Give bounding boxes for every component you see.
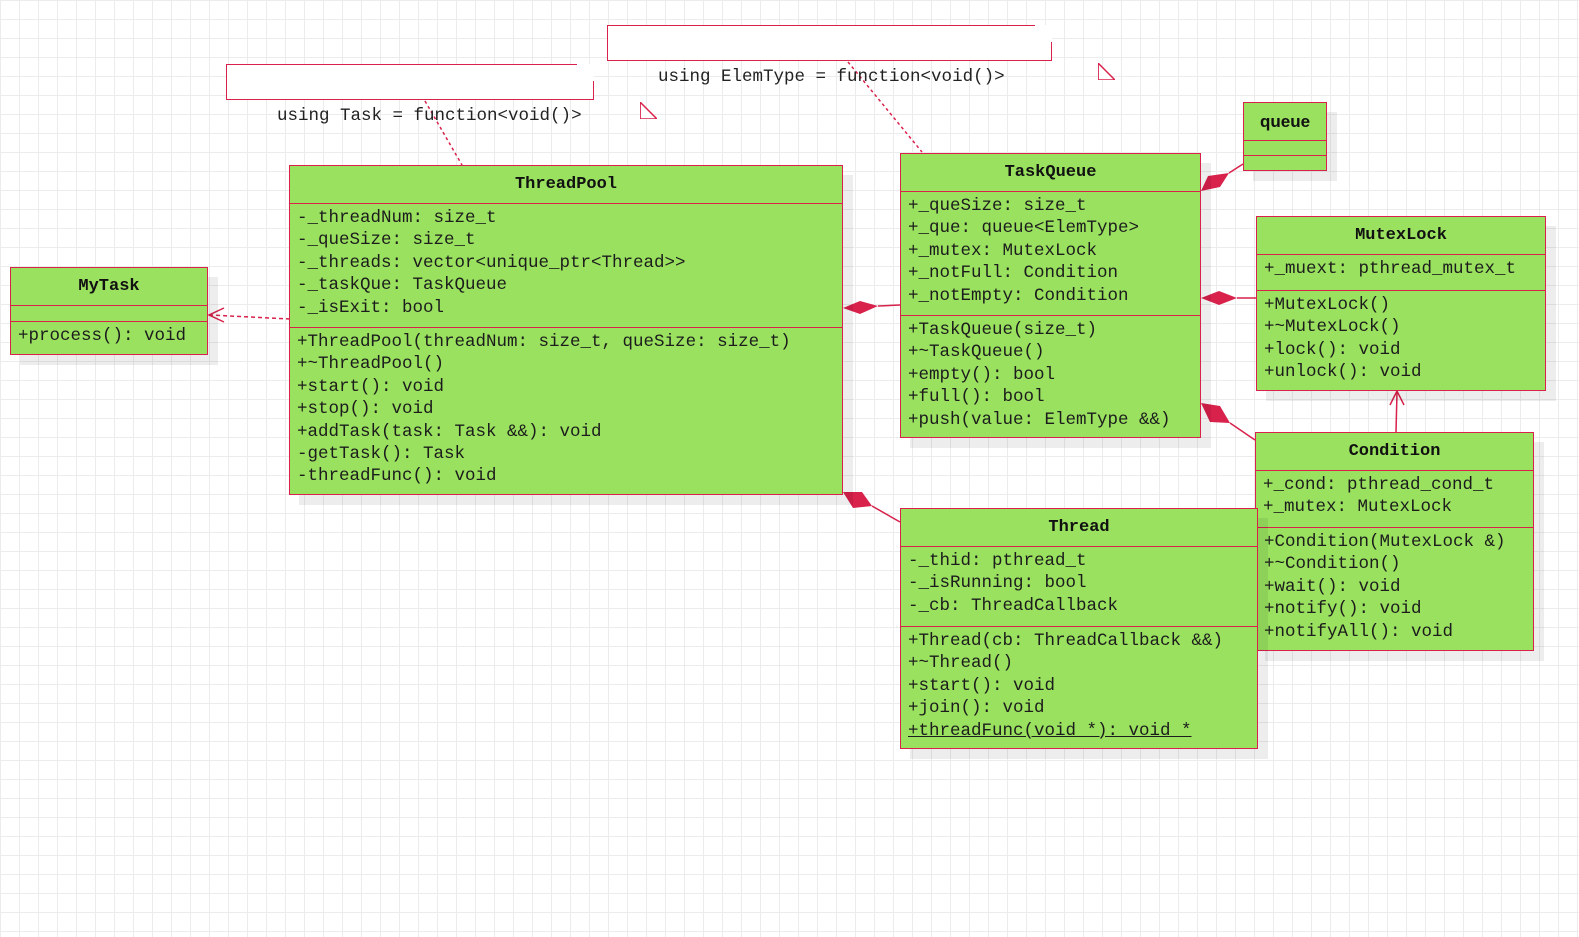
attribute-row: +_muext: pthread_mutex_t: [1264, 259, 1517, 279]
composition-taskqueue-threadpool: [843, 301, 901, 314]
attribute-row: +_que: queue<ElemType>: [908, 218, 1140, 239]
note-fold-icon: [577, 64, 659, 120]
method-row: +MutexLock(): [1264, 295, 1391, 315]
class-methods: +Thread(cb: ThreadCallback &&) +~Thread(…: [901, 627, 1257, 745]
class-attributes: -_threadNum: size_t -_queSize: size_t -_…: [290, 204, 842, 328]
attribute-row: +_mutex: MutexLock: [908, 240, 1098, 261]
class-queue[interactable]: queue: [1243, 102, 1327, 171]
method-row: +notify(): void: [1264, 599, 1422, 620]
attribute-row: -_isRunning: bool: [908, 573, 1087, 594]
class-taskqueue[interactable]: TaskQueue +_queSize: size_t +_que: queue…: [900, 153, 1201, 438]
class-title: Thread: [901, 509, 1257, 547]
method-row: -getTask(): Task: [297, 444, 466, 465]
class-attributes: [1244, 141, 1326, 156]
method-row: +wait(): void: [1264, 576, 1401, 597]
attribute-row: -_thid: pthread_t: [908, 551, 1087, 571]
note-elemtype-alias[interactable]: using ElemType = function<void()>: [607, 25, 1117, 87]
class-methods: +process(): void: [11, 322, 207, 350]
class-title: MyTask: [11, 268, 207, 306]
method-row: +addTask(task: Task &&): void: [297, 421, 602, 442]
method-row: +TaskQueue(size_t): [908, 320, 1098, 340]
method-row: +Thread(cb: ThreadCallback &&): [908, 631, 1224, 651]
class-mytask[interactable]: MyTask +process(): void: [10, 267, 208, 355]
attribute-row: +_cond: pthread_cond_t: [1263, 475, 1495, 495]
method-row: +Condition(MutexLock &): [1264, 532, 1506, 552]
attribute-row: -_isExit: bool: [297, 297, 445, 318]
attribute-row: +_queSize: size_t: [908, 196, 1087, 216]
class-methods: +Condition(MutexLock &) +~Condition() +w…: [1256, 528, 1533, 646]
method-row: +start(): void: [908, 675, 1056, 696]
attribute-row: +_mutex: MutexLock: [1263, 497, 1453, 518]
class-methods: [1244, 156, 1326, 170]
note-task-alias-text: using Task = function<void()>: [277, 106, 582, 126]
method-row: +~Thread(): [908, 653, 1014, 674]
class-methods: +ThreadPool(threadNum: size_t, queSize: …: [290, 328, 842, 491]
note-fold-icon: [1035, 25, 1117, 81]
note-link-elemtype: [847, 61, 923, 153]
class-attributes: +_muext: pthread_mutex_t: [1257, 255, 1545, 291]
method-row: +unlock(): void: [1264, 362, 1422, 383]
class-methods: +MutexLock() +~MutexLock() +lock(): void…: [1257, 291, 1545, 387]
note-link-task: [424, 100, 463, 166]
association-condition-mutexlock: [1389, 389, 1405, 433]
dependency-threadpool-mytask: [207, 307, 291, 323]
method-row: +~ThreadPool(): [297, 354, 445, 375]
method-row: +start(): void: [297, 376, 445, 397]
method-row: +push(value: ElemType &&): [908, 409, 1171, 430]
method-row: +join(): void: [908, 698, 1045, 719]
class-attributes: +_cond: pthread_cond_t +_mutex: MutexLoc…: [1256, 471, 1533, 528]
composition-thread-threadpool: [843, 492, 901, 523]
method-row: +~MutexLock(): [1264, 317, 1401, 338]
class-title: TaskQueue: [901, 154, 1200, 192]
class-mutexlock[interactable]: MutexLock +_muext: pthread_mutex_t +Mute…: [1256, 216, 1546, 391]
class-methods: +TaskQueue(size_t) +~TaskQueue() +empty(…: [901, 316, 1200, 434]
attribute-row: -_threadNum: size_t: [297, 208, 497, 228]
method-row: +empty(): bool: [908, 364, 1056, 385]
method-row: +~Condition(): [1264, 554, 1401, 575]
attribute-row: -_queSize: size_t: [297, 230, 476, 251]
method-row: +process(): void: [18, 326, 187, 346]
class-title: MutexLock: [1257, 217, 1545, 255]
class-title: queue: [1244, 103, 1326, 141]
class-threadpool[interactable]: ThreadPool -_threadNum: size_t -_queSize…: [289, 165, 843, 495]
attribute-row: -_cb: ThreadCallback: [908, 595, 1119, 616]
method-row: +~TaskQueue(): [908, 342, 1045, 363]
note-task-alias[interactable]: using Task = function<void()>: [226, 64, 659, 126]
class-thread[interactable]: Thread -_thid: pthread_t -_isRunning: bo…: [900, 508, 1258, 749]
method-row: -threadFunc(): void: [297, 466, 497, 487]
note-elemtype-alias-text: using ElemType = function<void()>: [658, 67, 1005, 87]
method-row: +full(): bool: [908, 387, 1045, 408]
class-title: ThreadPool: [290, 166, 842, 204]
attribute-row: +_notEmpty: Condition: [908, 285, 1129, 306]
attribute-row: -_threads: vector<unique_ptr<Thread>>: [297, 252, 686, 273]
attribute-row: +_notFull: Condition: [908, 263, 1119, 284]
class-attributes: [11, 306, 207, 322]
class-title: Condition: [1256, 433, 1533, 471]
method-row: +stop(): void: [297, 399, 434, 420]
class-attributes: +_queSize: size_t +_que: queue<ElemType>…: [901, 192, 1200, 316]
static-method-row: +threadFunc(void *): void *: [908, 720, 1192, 741]
class-condition[interactable]: Condition +_cond: pthread_cond_t +_mutex…: [1255, 432, 1534, 651]
class-attributes: -_thid: pthread_t -_isRunning: bool -_cb…: [901, 547, 1257, 627]
method-row: +notifyAll(): void: [1264, 621, 1454, 642]
composition-condition-taskqueue: [1201, 403, 1256, 441]
attribute-row: -_taskQue: TaskQueue: [297, 275, 508, 296]
method-row: +ThreadPool(threadNum: size_t, queSize: …: [297, 332, 791, 352]
composition-queue-taskqueue: [1201, 163, 1244, 191]
composition-mutexlock-taskqueue: [1201, 291, 1256, 305]
method-row: +lock(): void: [1264, 339, 1401, 360]
